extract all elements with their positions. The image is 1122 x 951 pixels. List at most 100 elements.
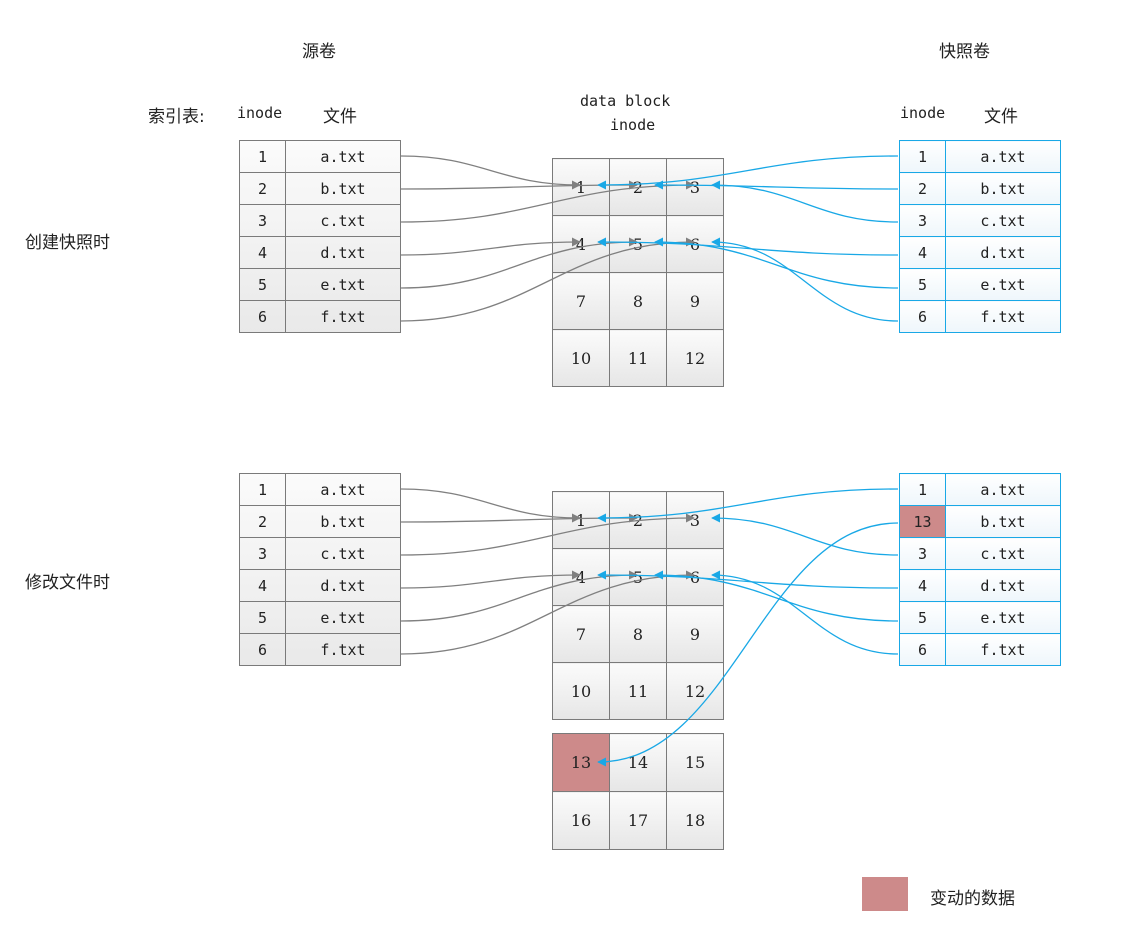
- file-cell: c.txt: [945, 204, 1061, 237]
- block-cell: 4: [552, 548, 610, 606]
- block-cell: 2: [609, 491, 667, 549]
- row-label-on-snapshot: 创建快照时: [25, 233, 110, 253]
- inode-cell: 4: [239, 236, 286, 269]
- block-cell: 18: [666, 791, 724, 850]
- row-label-on-modify: 修改文件时: [25, 573, 110, 593]
- file-cell: a.txt: [945, 473, 1061, 506]
- block-cell: 9: [666, 605, 724, 663]
- file-cell: e.txt: [285, 601, 401, 634]
- block-cell: 11: [609, 329, 667, 387]
- inode-cell: 5: [239, 601, 286, 634]
- inode-cell: 1: [899, 473, 946, 506]
- inode-cell: 6: [239, 300, 286, 333]
- block-cell: 5: [609, 215, 667, 273]
- file-cell: d.txt: [285, 236, 401, 269]
- inode-cell: 3: [239, 204, 286, 237]
- block-cell: 12: [666, 329, 724, 387]
- inode-cell: 3: [899, 537, 946, 570]
- inode-cell: 6: [899, 300, 946, 333]
- inode-cell: 4: [239, 569, 286, 602]
- block-cell: 16: [552, 791, 610, 850]
- file-cell: d.txt: [285, 569, 401, 602]
- file-cell: c.txt: [945, 537, 1061, 570]
- snapshot-arrow-bottom: [711, 513, 899, 556]
- inode-cell: 1: [899, 140, 946, 173]
- block-cell: 12: [666, 662, 724, 720]
- block-cell: 6: [666, 548, 724, 606]
- file-cell: b.txt: [285, 505, 401, 538]
- inode-cell: 3: [899, 204, 946, 237]
- file-cell: e.txt: [945, 268, 1061, 301]
- block-cell: 11: [609, 662, 667, 720]
- file-cell: a.txt: [285, 140, 401, 173]
- file-cell: f.txt: [285, 300, 401, 333]
- inode-cell: 6: [899, 633, 946, 666]
- inode-cell: 13: [899, 505, 946, 538]
- source-volume-title: 源卷: [302, 42, 336, 62]
- inode-cell: 5: [899, 268, 946, 301]
- file-cell: a.txt: [285, 473, 401, 506]
- file-cell: f.txt: [945, 300, 1061, 333]
- file-cell: c.txt: [285, 204, 401, 237]
- inode-cell: 1: [239, 473, 286, 506]
- inode-cell: 1: [239, 140, 286, 173]
- inode-cell: 4: [899, 236, 946, 269]
- file-cell: d.txt: [945, 569, 1061, 602]
- file-cell: b.txt: [285, 172, 401, 205]
- data-block-header: data block: [580, 92, 671, 110]
- block-cell: 8: [609, 605, 667, 663]
- block-cell: 7: [552, 605, 610, 663]
- snapshot-volume-title: 快照卷: [939, 42, 990, 62]
- file-cell: e.txt: [285, 268, 401, 301]
- block-cell: 4: [552, 215, 610, 273]
- block-cell: 17: [609, 791, 667, 850]
- inode-cell: 3: [239, 537, 286, 570]
- block-cell: 9: [666, 272, 724, 330]
- snapshot-arrow-top: [711, 180, 899, 223]
- file-cell: b.txt: [945, 505, 1061, 538]
- legend-swatch: [862, 877, 908, 911]
- block-cell: 5: [609, 548, 667, 606]
- inode-cell: 5: [899, 601, 946, 634]
- index-table-label: 索引表:: [148, 107, 205, 127]
- file-cell: e.txt: [945, 601, 1061, 634]
- file-cell: f.txt: [285, 633, 401, 666]
- block-cell: 3: [666, 491, 724, 549]
- file-cell: c.txt: [285, 537, 401, 570]
- file-cell: a.txt: [945, 140, 1061, 173]
- snapshot-inode-header: inode: [900, 104, 946, 122]
- block-cell: 6: [666, 215, 724, 273]
- file-cell: b.txt: [945, 172, 1061, 205]
- file-cell: d.txt: [945, 236, 1061, 269]
- inode-cell: 4: [899, 569, 946, 602]
- block-cell: 2: [609, 158, 667, 216]
